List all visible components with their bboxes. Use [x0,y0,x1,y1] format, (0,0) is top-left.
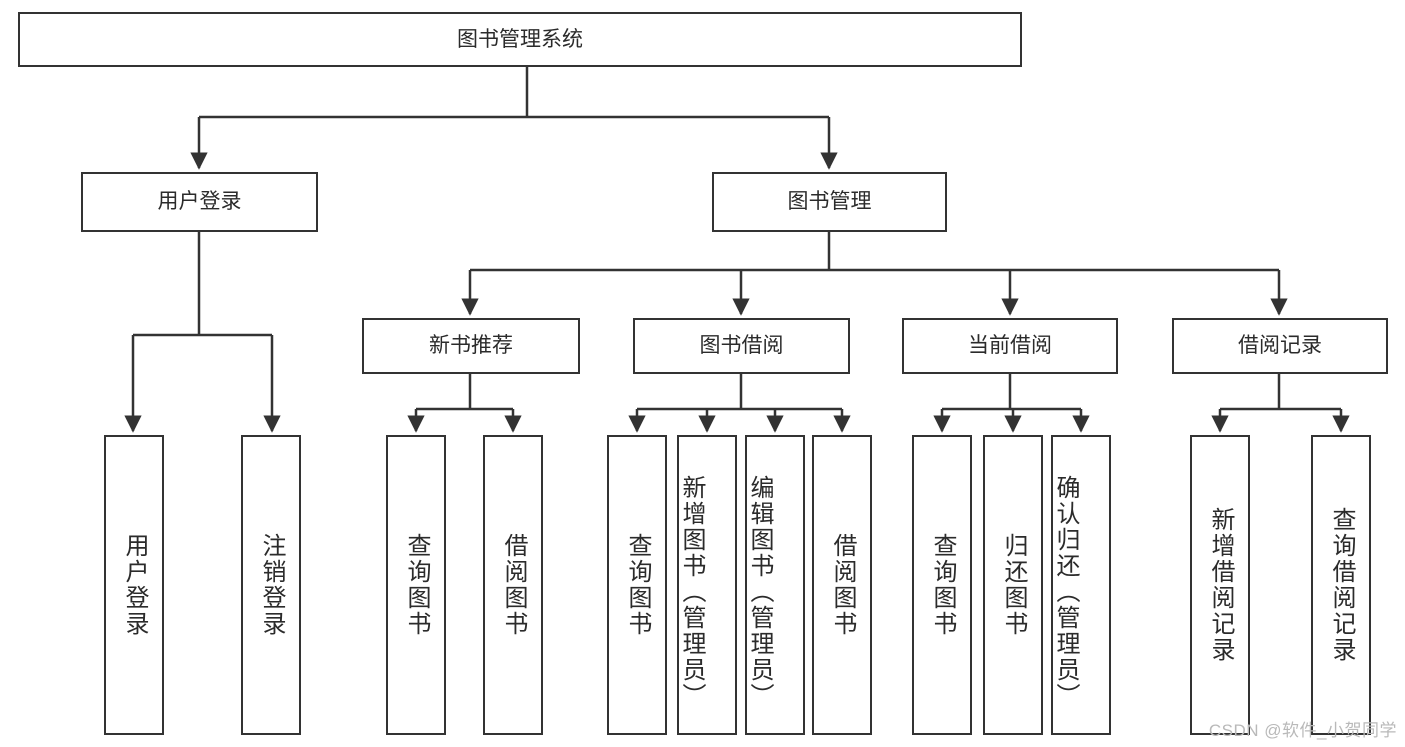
node-book-manage[interactable]: 图书管理 [712,172,947,232]
node-leaf-query-book-2[interactable]: 查询图书 [607,435,667,735]
node-leaf-add-book-label: 新增图书（管理员） [678,475,705,709]
node-leaf-user-login-label: 用户登录 [121,533,148,637]
node-leaf-add-book[interactable]: 新增图书（管理员） [677,435,737,735]
watermark: CSDN @软件_小贺同学 [1208,721,1397,740]
node-leaf-query-record-label: 查询借阅记录 [1328,507,1355,663]
node-leaf-borrow-book-2-label: 借阅图书 [829,533,856,637]
node-leaf-logout[interactable]: 注销登录 [241,435,301,735]
node-user-login[interactable]: 用户登录 [81,172,318,232]
node-root[interactable]: 图书管理系统 [18,12,1022,67]
node-root-label: 图书管理系统 [457,27,583,51]
node-leaf-query-book-2-label: 查询图书 [624,533,651,637]
node-leaf-return-book-label: 归还图书 [1000,533,1027,637]
node-current-borrow-label: 当前借阅 [968,334,1052,358]
node-leaf-borrow-book-2[interactable]: 借阅图书 [812,435,872,735]
node-current-borrow[interactable]: 当前借阅 [902,318,1118,374]
node-book-manage-label: 图书管理 [787,190,872,214]
node-user-login-label: 用户登录 [157,190,242,214]
node-leaf-logout-label: 注销登录 [258,533,285,637]
node-book-borrow-label: 图书借阅 [699,334,784,358]
node-book-borrow[interactable]: 图书借阅 [633,318,850,374]
node-leaf-confirm-return-label: 确认归还（管理员） [1052,475,1079,709]
node-leaf-query-book-1[interactable]: 查询图书 [386,435,446,735]
node-leaf-edit-book-label: 编辑图书（管理员） [746,475,773,709]
node-borrow-record[interactable]: 借阅记录 [1172,318,1388,374]
node-borrow-record-label: 借阅记录 [1238,334,1322,358]
node-leaf-borrow-book-1[interactable]: 借阅图书 [483,435,543,735]
node-leaf-borrow-book-1-label: 借阅图书 [500,533,527,637]
node-leaf-confirm-return[interactable]: 确认归还（管理员） [1051,435,1111,735]
node-new-book-recommend-label: 新书推荐 [429,334,513,358]
node-leaf-edit-book[interactable]: 编辑图书（管理员） [745,435,805,735]
node-leaf-add-record-label: 新增借阅记录 [1207,507,1234,663]
node-leaf-return-book[interactable]: 归还图书 [983,435,1043,735]
node-leaf-query-record[interactable]: 查询借阅记录 [1311,435,1371,735]
node-leaf-query-book-3[interactable]: 查询图书 [912,435,972,735]
node-leaf-query-book-3-label: 查询图书 [929,533,956,637]
node-leaf-query-book-1-label: 查询图书 [403,533,430,637]
node-leaf-add-record[interactable]: 新增借阅记录 [1190,435,1250,735]
node-new-book-recommend[interactable]: 新书推荐 [362,318,580,374]
node-leaf-user-login[interactable]: 用户登录 [104,435,164,735]
